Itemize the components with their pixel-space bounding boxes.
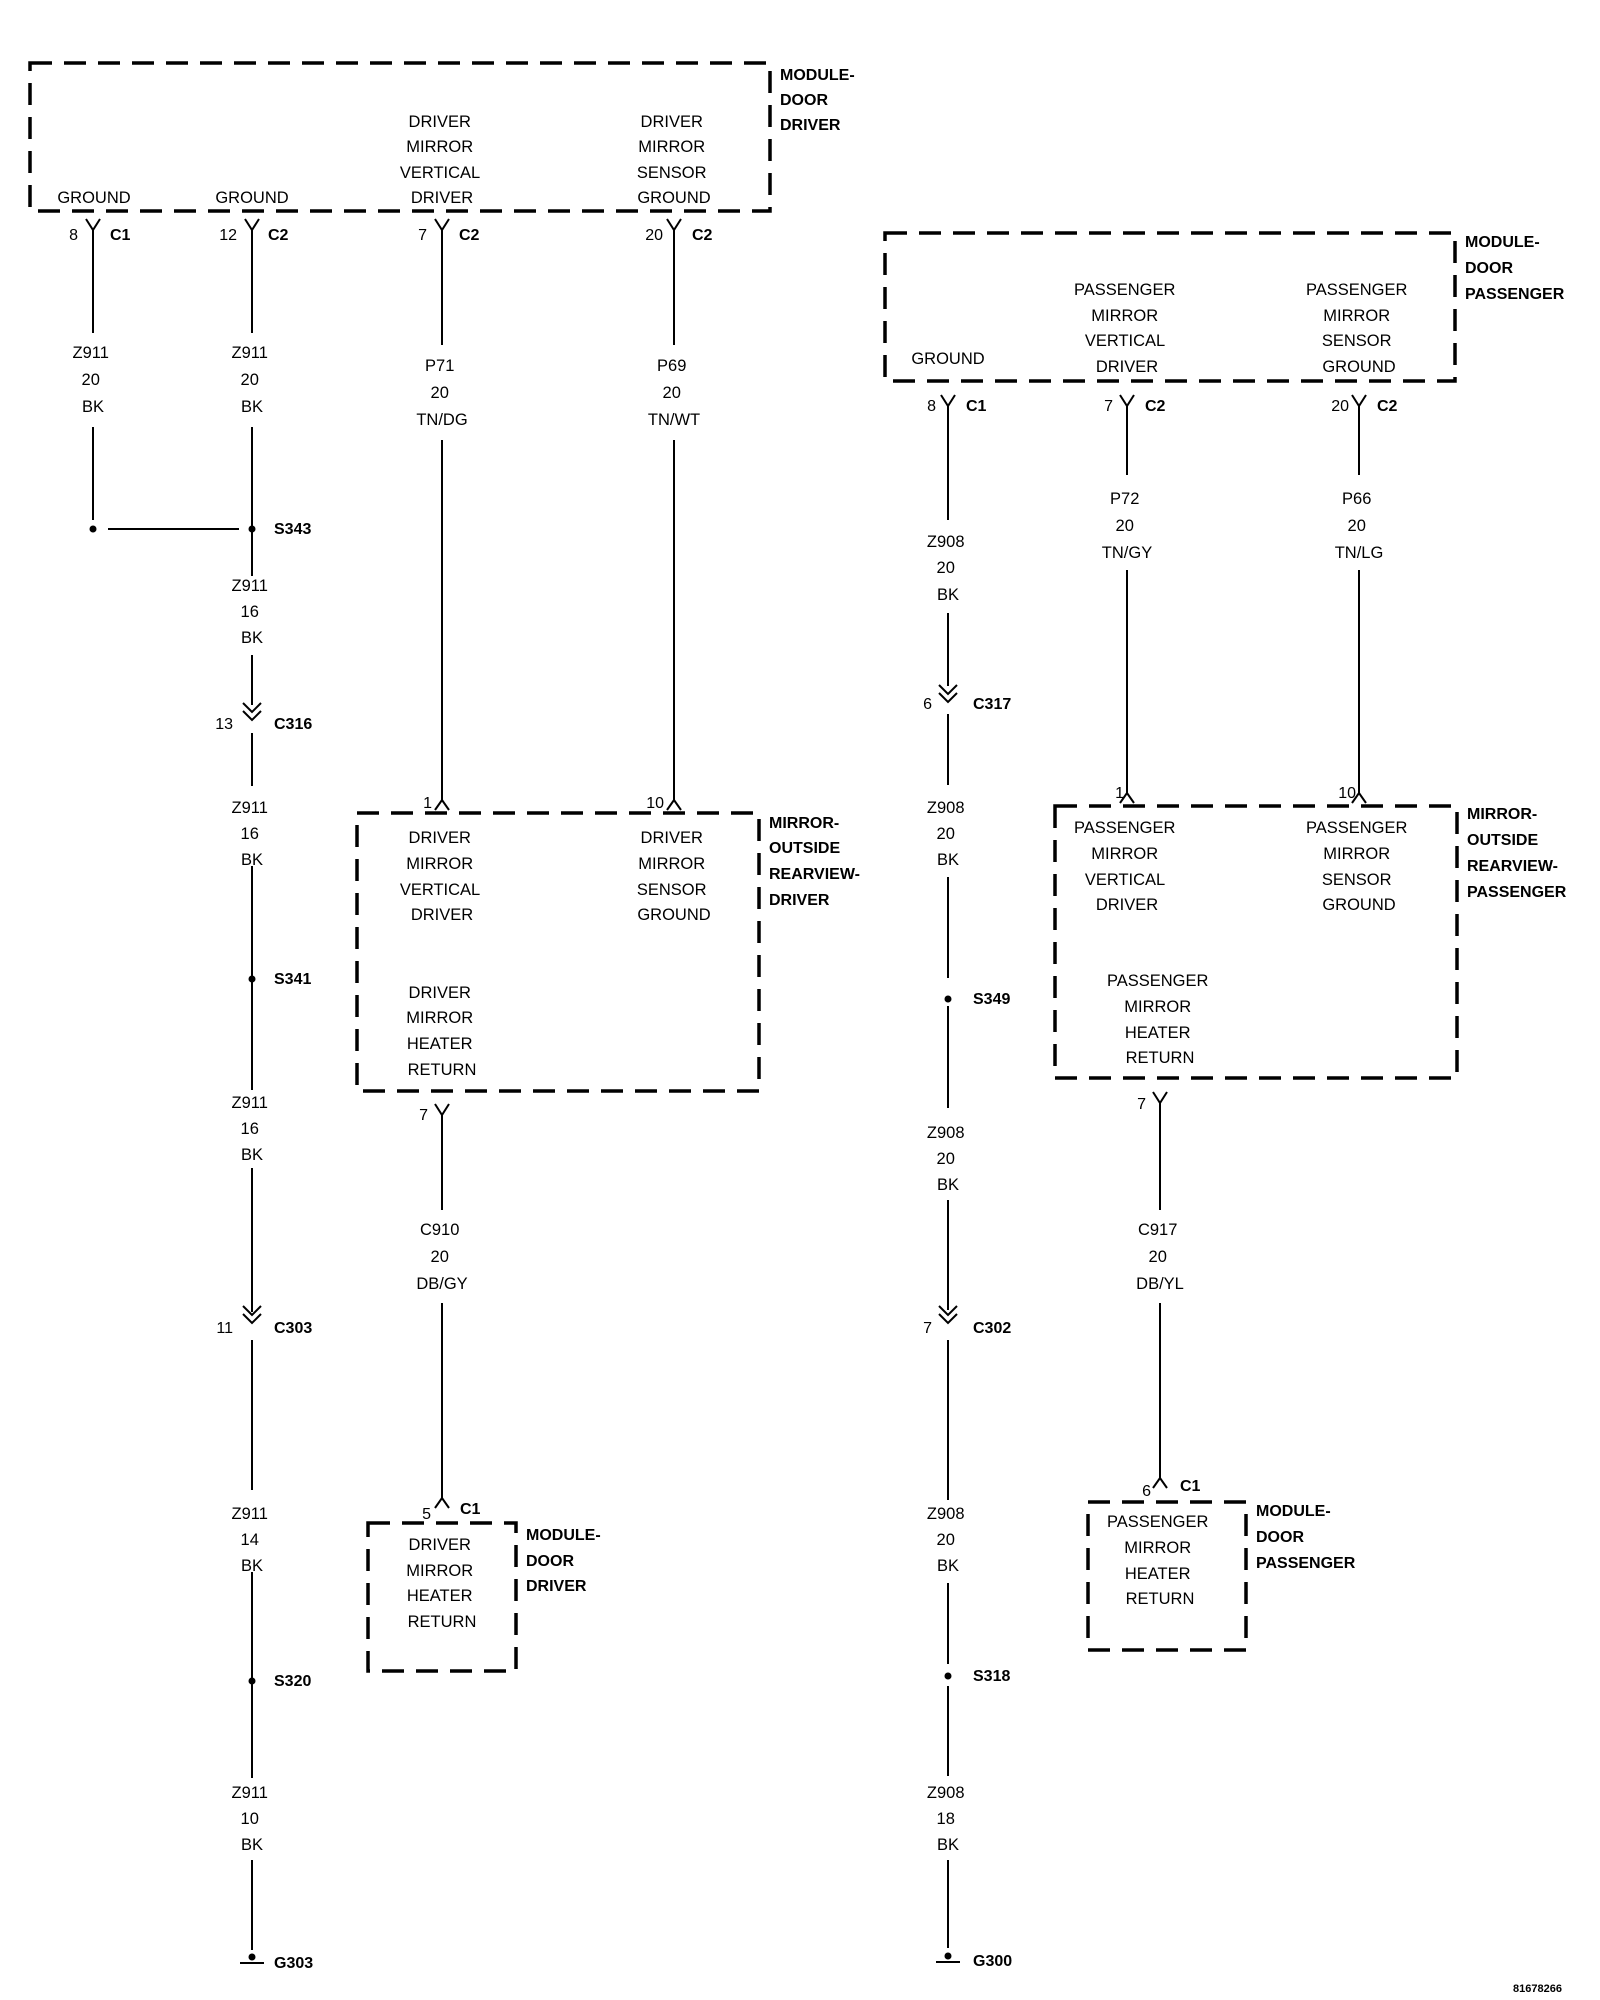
connector-pin: 7 — [419, 1107, 428, 1124]
connector-symbols — [85, 218, 1367, 1509]
splice-label: S349 — [973, 991, 1010, 1008]
pin-label-driver-mirror-sensor-ground: DRIVER MIRROR SENSOR GROUND — [637, 829, 711, 924]
wire-label: C917 20 DB/YL — [1136, 1221, 1184, 1293]
ground-symbol — [936, 1952, 960, 1963]
connector-name: C1 — [1180, 1478, 1201, 1495]
wire-label: Z908 20 BK — [927, 799, 969, 869]
mirror-passenger-box — [1053, 804, 1459, 1080]
mirror-driver-title: MIRROR- OUTSIDE REARVIEW- DRIVER — [769, 815, 864, 909]
connector-pin: 13 — [215, 716, 233, 733]
module-door-passenger-bottom-title: MODULE- DOOR PASSENGER — [1256, 1503, 1356, 1572]
connector-pin: 8 — [927, 398, 936, 415]
splice-dot — [248, 1677, 256, 1685]
pin-label-passenger-mirror-heater-return: PASSENGER MIRROR HEATER RETURN — [1107, 1513, 1213, 1608]
module-door-passenger-bottom-box — [1086, 1500, 1248, 1652]
module-door-driver-top-box — [28, 61, 772, 213]
connector-pin: 5 — [422, 1506, 431, 1523]
wire-label: P71 20 TN/DG — [416, 357, 467, 429]
connector-name: C317 — [973, 696, 1011, 713]
connector-name: C2 — [692, 227, 713, 244]
connector-pin: 12 — [219, 227, 237, 244]
pin-label-ground: GROUND — [215, 189, 288, 207]
connector-name: C2 — [1377, 398, 1398, 415]
wire-label: Z908 18 BK — [927, 1784, 969, 1854]
wire-label: P72 20 TN/GY — [1102, 490, 1152, 562]
connector-pin: 6 — [1142, 1483, 1151, 1500]
pin-label-driver-mirror-sensor-ground: DRIVER MIRROR SENSOR GROUND — [637, 113, 711, 207]
wire-label: Z911 20 BK — [73, 344, 114, 416]
connector-name: C303 — [274, 1320, 312, 1337]
pin-label-driver-mirror-heater-return: DRIVER MIRROR HEATER RETURN — [406, 1536, 478, 1631]
connector-pin: 11 — [216, 1320, 233, 1337]
wire-label: Z911 16 BK — [232, 1094, 273, 1164]
splice-dot — [944, 1672, 952, 1680]
module-door-passenger-top-box — [883, 231, 1457, 383]
splice-label: S343 — [274, 521, 311, 538]
pin-label-passenger-mirror-vertical-driver: PASSENGER MIRROR VERTICAL DRIVER — [1074, 819, 1180, 914]
connector-name: C302 — [973, 1320, 1011, 1337]
module-door-driver-bottom-box — [366, 1521, 518, 1673]
module-door-driver-bottom-title: MODULE- DOOR DRIVER — [526, 1527, 605, 1595]
pin-label-passenger-mirror-heater-return: PASSENGER MIRROR HEATER RETURN — [1107, 972, 1213, 1067]
connector-name: C2 — [459, 227, 480, 244]
splice-label: S318 — [973, 1668, 1010, 1685]
wire-label: Z908 20 BK — [927, 533, 969, 604]
connector-pin: 7 — [418, 227, 427, 244]
splice-dot — [89, 525, 97, 533]
ground-symbol — [240, 1953, 264, 1964]
pin-label-passenger-mirror-sensor-ground: PASSENGER MIRROR SENSOR GROUND — [1306, 281, 1412, 376]
connector-name: C316 — [274, 716, 312, 733]
connector-pin: 1 — [1115, 785, 1124, 802]
connector-pin: 7 — [1137, 1096, 1146, 1113]
mirror-passenger-title: MIRROR- OUTSIDE REARVIEW- PASSENGER — [1467, 806, 1567, 901]
module-door-passenger-top-title: MODULE- DOOR PASSENGER — [1465, 234, 1565, 303]
pin-label-driver-mirror-vertical-driver: DRIVER MIRROR VERTICAL DRIVER — [400, 113, 484, 207]
splice-label: S341 — [274, 971, 311, 988]
wire-label: Z911 14 BK — [232, 1505, 273, 1575]
wire-label: P69 20 TN/WT — [648, 357, 700, 429]
wire-label: Z911 10 BK — [232, 1784, 273, 1854]
splice-dot — [248, 975, 256, 983]
connector-pin: 8 — [69, 227, 78, 244]
connector-pin: 1 — [423, 795, 432, 812]
pin-label-ground: GROUND — [57, 189, 130, 207]
pin-label-driver-mirror-vertical-driver: DRIVER MIRROR VERTICAL DRIVER — [400, 829, 484, 924]
pin-label-passenger-mirror-sensor-ground: PASSENGER MIRROR SENSOR GROUND — [1306, 819, 1412, 914]
wire-label: Z911 16 BK — [232, 577, 273, 647]
connector-name: C1 — [110, 227, 131, 244]
pin-label-driver-mirror-heater-return: DRIVER MIRROR HEATER RETURN — [406, 984, 478, 1079]
connector-pin: 6 — [923, 696, 932, 713]
wire-label: C910 20 DB/GY — [416, 1221, 467, 1293]
ground-label: G300 — [973, 1953, 1012, 1970]
wire-label: Z911 16 BK — [232, 799, 273, 869]
connector-pin: 7 — [923, 1320, 932, 1337]
splice-label: S320 — [274, 1673, 311, 1690]
pin-label-ground: GROUND — [911, 350, 984, 368]
wire-segments — [92, 230, 1360, 1950]
wire-label: Z911 20 BK — [232, 344, 273, 416]
connector-name: C1 — [966, 398, 987, 415]
connector-pin: 10 — [646, 795, 664, 812]
pin-label-passenger-mirror-vertical-driver: PASSENGER MIRROR VERTICAL DRIVER — [1074, 281, 1180, 376]
diagram-id: 81678266 — [1513, 1983, 1562, 1995]
module-door-driver-top-title: MODULE- DOOR DRIVER — [780, 67, 859, 134]
connector-name: C2 — [1145, 398, 1166, 415]
connector-name: C1 — [460, 1501, 481, 1518]
wire-label: Z908 20 BK — [927, 1124, 969, 1194]
splice-dot — [944, 995, 952, 1003]
connector-pin: 7 — [1104, 398, 1113, 415]
wire-label: P66 20 TN/LG — [1335, 490, 1384, 562]
connector-name: C2 — [268, 227, 289, 244]
connector-pin: 20 — [1331, 398, 1349, 415]
connector-pin: 10 — [1338, 785, 1356, 802]
wire-label: Z908 20 BK — [927, 1505, 969, 1575]
ground-label: G303 — [274, 1955, 313, 1972]
splice-dot — [248, 525, 256, 533]
connector-pin: 20 — [645, 227, 663, 244]
